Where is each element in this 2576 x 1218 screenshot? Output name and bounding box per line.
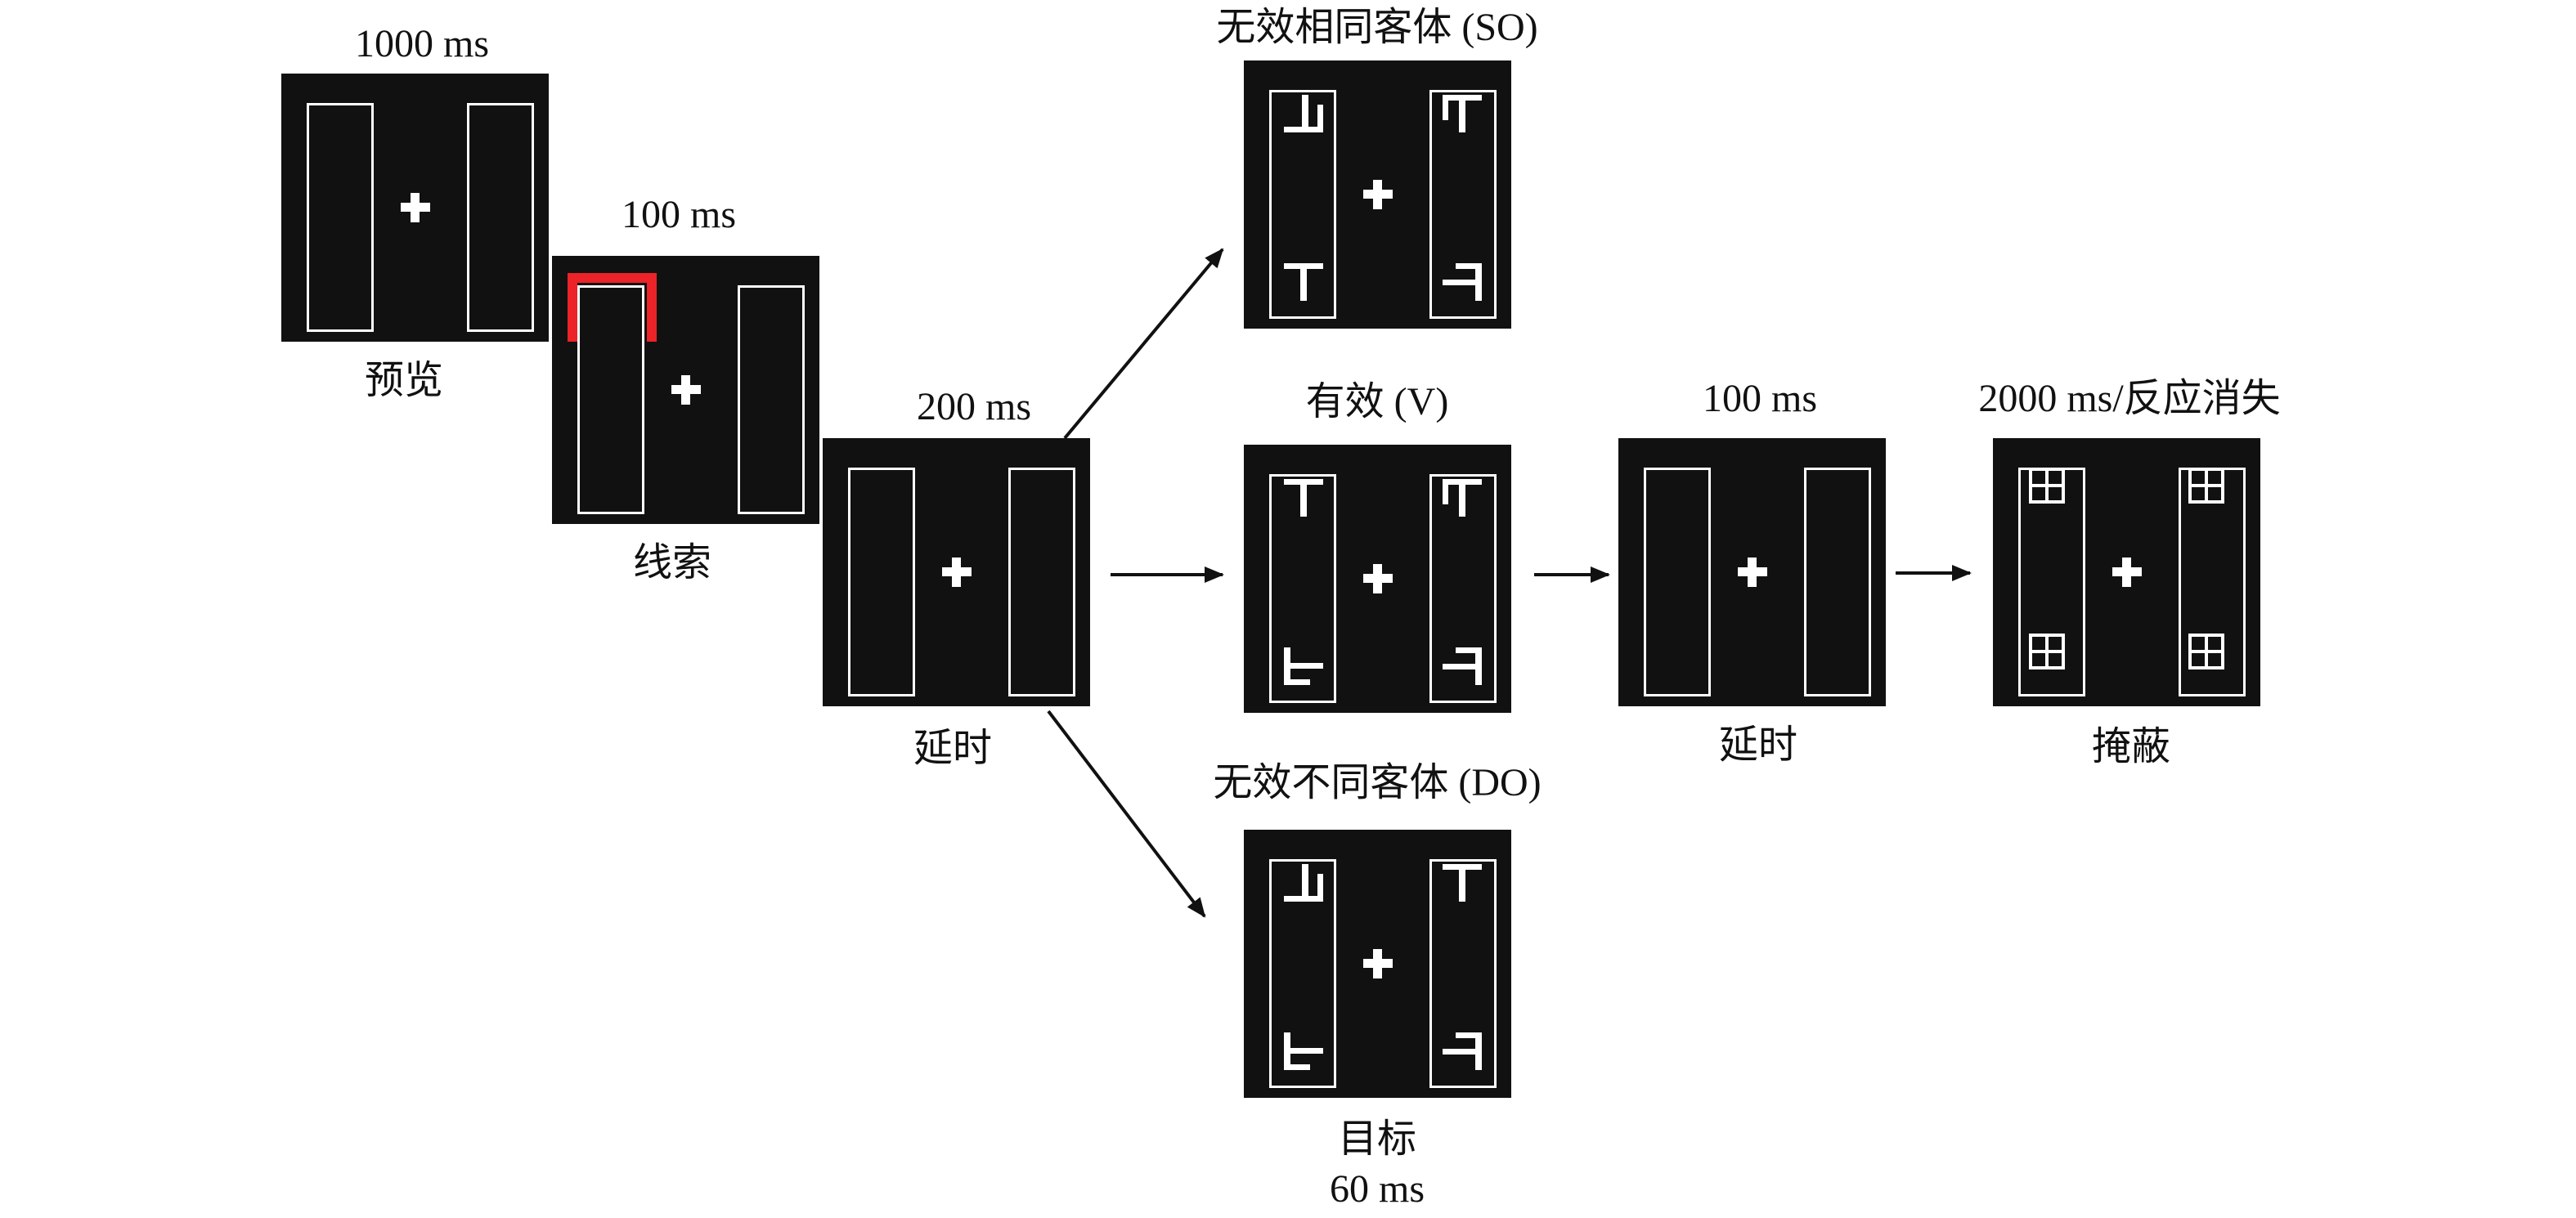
v-target-panel	[1244, 445, 1511, 713]
left-placeholder-rect	[577, 285, 644, 514]
glyph-t-icon	[1284, 479, 1323, 517]
do-target-panel	[1244, 830, 1511, 1098]
arrow-to-do	[1047, 710, 1206, 918]
glyph-t-icon	[1443, 864, 1482, 902]
delay2-panel	[1618, 438, 1886, 706]
right-placeholder-rect	[1804, 468, 1871, 696]
right-placeholder-rect	[1008, 468, 1075, 696]
glyph-k-icon	[1443, 647, 1482, 685]
left-placeholder-rect	[848, 468, 915, 696]
delay1-duration-label: 200 ms	[916, 385, 1032, 428]
fixation-cross-icon	[942, 558, 972, 587]
left-placeholder-rect	[1269, 90, 1336, 319]
v-condition-label: 有效 (V)	[1305, 380, 1449, 423]
fixation-cross-icon	[671, 375, 701, 405]
fixation-cross-icon	[1363, 180, 1393, 209]
left-placeholder-rect	[1269, 859, 1336, 1088]
cue-panel	[552, 256, 819, 524]
right-placeholder-rect	[467, 103, 534, 332]
so-condition-label: 无效相同客体 (SO)	[1216, 6, 1538, 49]
target-label: 目标	[1337, 1117, 1417, 1161]
glyph-k-icon	[1443, 263, 1482, 301]
glyph-t-icon	[1284, 263, 1323, 301]
glyph-u-icon	[1284, 864, 1323, 902]
glyph-k-icon	[1443, 1032, 1482, 1070]
right-placeholder-rect	[738, 285, 805, 514]
mask-grid-icon	[2188, 634, 2224, 669]
delay1-label: 延时	[913, 727, 993, 770]
glyph-u-icon	[1284, 95, 1323, 132]
arrow-to-so	[1063, 248, 1224, 440]
preview-panel	[281, 74, 549, 342]
glyph-e-icon	[1284, 1032, 1323, 1070]
cue-duration-label: 100 ms	[621, 193, 737, 236]
delay2-label: 延时	[1718, 723, 1798, 767]
preview-duration-label: 1000 ms	[354, 22, 490, 65]
right-placeholder-rect	[1429, 90, 1497, 319]
left-placeholder-rect	[1269, 474, 1336, 703]
left-placeholder-rect	[1644, 468, 1711, 696]
mask-duration-label: 2000 ms/反应消失	[1978, 377, 2281, 420]
fixation-cross-icon	[401, 193, 430, 222]
glyph-e-icon	[1284, 647, 1323, 685]
cue-label: 线索	[632, 541, 712, 584]
glyph-pi-icon	[1443, 95, 1482, 132]
red-cue-marker	[568, 273, 657, 342]
delay1-panel	[823, 438, 1090, 706]
preview-label: 预览	[364, 359, 444, 402]
mask-grid-icon	[2188, 468, 2224, 504]
mask-panel	[1993, 438, 2260, 706]
mask-label: 掩蔽	[2091, 725, 2171, 768]
fixation-cross-icon	[1738, 558, 1767, 587]
mask-grid-icon	[2029, 634, 2065, 669]
so-target-panel	[1244, 60, 1511, 329]
fixation-cross-icon	[1363, 564, 1393, 593]
delay2-duration-label: 100 ms	[1702, 377, 1818, 420]
fixation-cross-icon	[1363, 949, 1393, 978]
mask-grid-icon	[2029, 468, 2065, 504]
do-condition-label: 无效不同客体 (DO)	[1213, 761, 1542, 804]
left-placeholder-rect	[307, 103, 374, 332]
glyph-pi-icon	[1443, 479, 1482, 517]
right-placeholder-rect	[1429, 474, 1497, 703]
fixation-cross-icon	[2112, 558, 2142, 587]
target-duration-label: 60 ms	[1329, 1167, 1425, 1211]
right-placeholder-rect	[1429, 859, 1497, 1088]
